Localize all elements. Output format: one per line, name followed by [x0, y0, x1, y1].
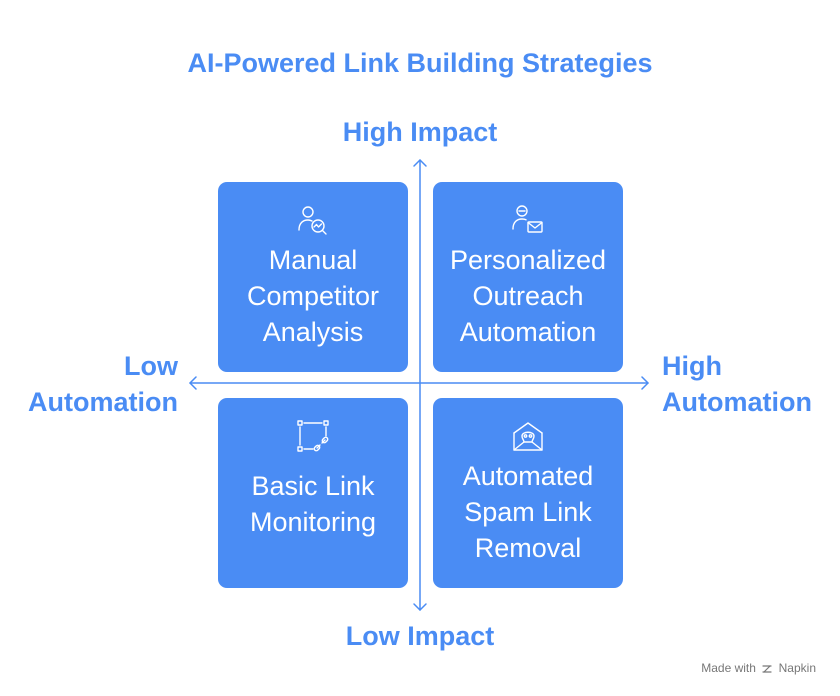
quadrant-label-line: Analysis [262, 317, 364, 347]
made-with-napkin-credit[interactable]: Made with Napkin [701, 661, 816, 675]
axis-label-top: High Impact [342, 117, 498, 147]
quadrant-label-line: Monitoring [249, 507, 377, 537]
quadrant-label: Manual Competitor Analysis [222, 242, 404, 350]
quadrant-label-line: Automated [462, 461, 594, 491]
quadrant-label-line: Manual [268, 245, 358, 275]
axis-label-right: High Automation [662, 348, 832, 420]
axis-label-left: Low Automation [10, 348, 178, 420]
axis-label-right-line1: High [662, 351, 722, 381]
quadrant-label: Basic Link Monitoring [222, 468, 404, 540]
quadrant-label-line: Personalized [449, 245, 607, 275]
quadrant-label-line: Outreach [472, 281, 584, 311]
horizontal-axis-arrow-right [641, 376, 649, 390]
user-mail-icon [512, 205, 543, 233]
diagram-title: AI-Powered Link Building Strategies [187, 48, 653, 78]
quadrant-automated-spam-link-removal: Automated Spam Link Removal [433, 398, 623, 588]
quadrant-manual-competitor-analysis: Manual Competitor Analysis [218, 182, 408, 372]
axis-label-left-line2: Automation [28, 387, 178, 417]
quadrant-label: Personalized Outreach Automation [437, 242, 619, 350]
horizontal-axis-arrow-left [189, 376, 197, 390]
axis-label-right-line2: Automation [662, 387, 812, 417]
quadrant-label-line: Removal [474, 533, 582, 563]
made-with-text: Made with [701, 661, 756, 675]
napkin-brand-text: Napkin [778, 661, 816, 675]
napkin-logo-icon [762, 665, 772, 673]
axis-label-bottom: Low Impact [345, 621, 495, 651]
quadrant-basic-link-monitoring: Basic Link Monitoring [218, 398, 408, 588]
axis-label-left-line1: Low [124, 351, 178, 381]
quadrant-label-line: Automation [459, 317, 597, 347]
link-frame-icon [297, 420, 329, 452]
quadrant-label-line: Spam Link [464, 497, 592, 527]
quadrant-personalized-outreach-automation: Personalized Outreach Automation [433, 182, 623, 372]
quadrant-label-line: Competitor [246, 281, 380, 311]
quadrant-label: Automated Spam Link Removal [437, 458, 619, 566]
user-analytics-icon [298, 206, 327, 235]
vertical-axis-arrow-top [413, 159, 427, 167]
vertical-axis-arrow-bottom [413, 603, 427, 611]
spam-mail-icon [513, 422, 543, 451]
quadrant-label-line: Basic Link [251, 471, 375, 501]
